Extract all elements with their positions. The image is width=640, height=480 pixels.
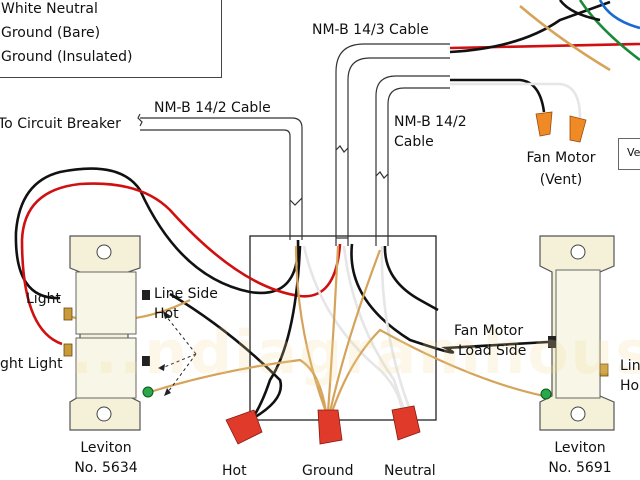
vent-box: Ve [618, 138, 640, 170]
vent-wire-nuts [535, 111, 587, 143]
toggle-plate [555, 269, 601, 399]
label-bottom-ground: Ground [302, 463, 354, 479]
label-cable-14-3: NM-B 14/3 Cable [312, 22, 429, 38]
label-fan-motor-vent-1: Fan Motor [526, 150, 596, 166]
cable-14-3-sheath [335, 43, 450, 246]
wire-nut-vent-2 [569, 115, 587, 143]
label-leviton-left-1: Leviton [80, 440, 132, 456]
junction-box [249, 235, 437, 421]
annotation-arrows [161, 315, 197, 393]
label-fan-motor-vent-2: (Vent) [539, 172, 583, 188]
annotation-arrowheads [158, 311, 171, 396]
label-right-cut-1: Lin [620, 358, 640, 374]
label-bottom-hot: Hot [222, 463, 247, 479]
watermark: ...ndiagramhouse.co [70, 318, 640, 388]
label-leviton-left-2: No. 5634 [74, 460, 138, 476]
neutral-wires [302, 245, 412, 413]
label-line-side-1: Line Side [154, 286, 218, 302]
legend-ground-bare: Ground (Bare) [1, 25, 101, 41]
label-cable-14-2-right-2: Cable [394, 134, 434, 150]
leviton-5691-switch [539, 235, 615, 431]
rocker-upper [75, 271, 137, 335]
legend-white-neutral: White Neutral [1, 1, 98, 17]
label-cable-14-2-right-1: NM-B 14/2 [394, 114, 467, 130]
rocker-lower [75, 337, 137, 399]
cable-14-2-fan-sheath [375, 75, 450, 246]
label-light-lower: ght Light [0, 356, 63, 372]
label-to-breaker: To Circuit Breaker [0, 116, 121, 132]
wire-legend: White Neutral Ground (Bare) Ground (Insu… [0, 0, 222, 78]
label-leviton-right-2: No. 5691 [548, 460, 612, 476]
label-fan-load-1: Fan Motor [454, 323, 524, 339]
label-fan-load-2: Load Side [458, 343, 527, 359]
label-bottom-neutral: Neutral [384, 463, 436, 479]
wire-nut-ground [317, 409, 343, 445]
leviton-5634-switch [63, 235, 154, 431]
wire-nut-hot [225, 409, 263, 445]
vent-label: Ve [627, 146, 640, 159]
wire-nut-neutral [391, 405, 421, 441]
label-cable-14-2-top: NM-B 14/2 Cable [154, 100, 271, 116]
bottom-wire-nuts [225, 405, 421, 445]
label-leviton-right-1: Leviton [554, 440, 606, 456]
vent-wires [449, 0, 640, 119]
cable-14-2-breaker-sheath [137, 113, 303, 240]
label-right-cut-2: Ho [620, 378, 640, 394]
label-light-upper: Light [26, 291, 61, 307]
legend-ground-insulated: Ground (Insulated) [1, 49, 133, 65]
hot-wires [14, 167, 549, 425]
wire-nut-vent-1 [535, 111, 553, 137]
label-line-side-2: Hot [154, 306, 179, 322]
